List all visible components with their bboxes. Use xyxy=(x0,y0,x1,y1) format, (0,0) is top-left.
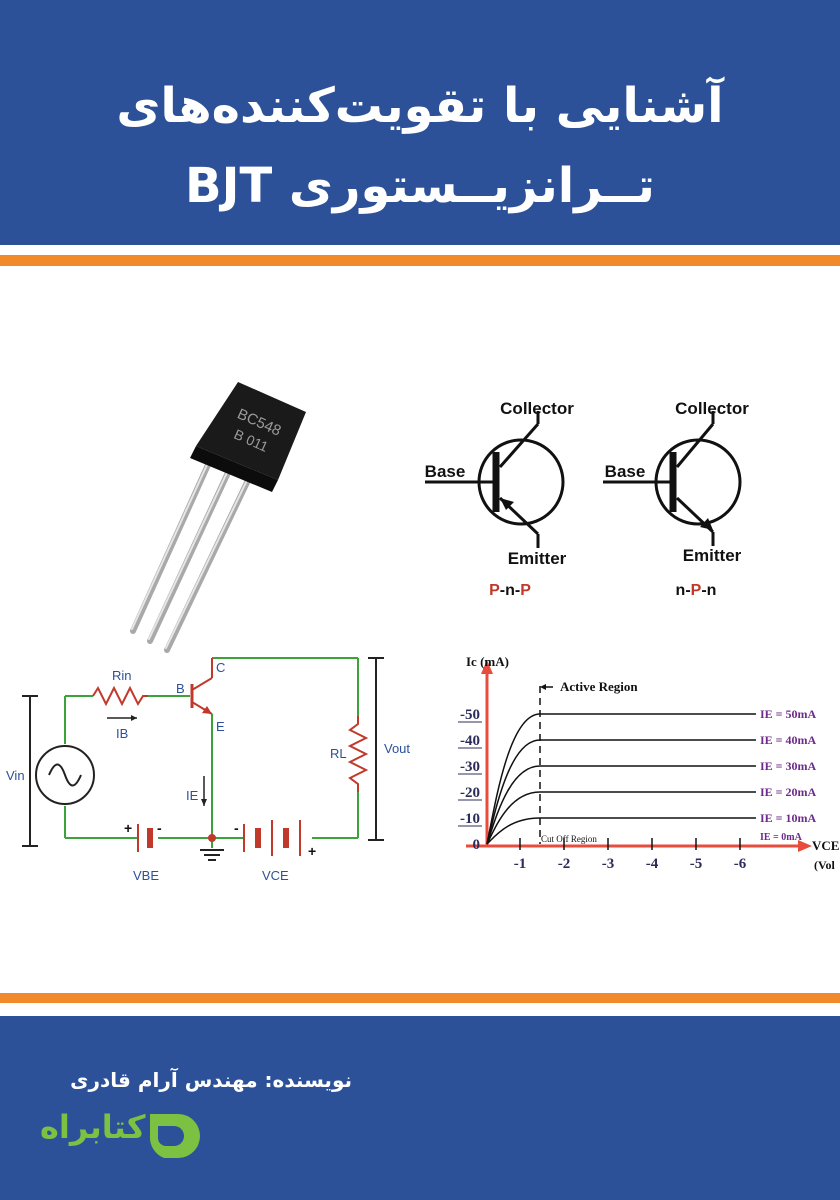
transistor-package-image: BC548 B 011 xyxy=(130,382,306,653)
x-tick-label: -3 xyxy=(602,856,615,872)
x-tick-label: -4 xyxy=(646,856,659,872)
title-band xyxy=(0,0,840,245)
pnp-collector-label: Collector xyxy=(500,399,574,418)
x-tick-label: -1 xyxy=(514,856,527,872)
orange-stripe-top xyxy=(0,255,840,266)
vout-label: Vout xyxy=(384,741,410,756)
pnp-caption: P-n-P xyxy=(489,582,531,599)
x-tick-label: -2 xyxy=(558,856,571,872)
ic-curve-30 xyxy=(486,765,756,845)
y-tick-label: -40 xyxy=(460,733,480,749)
book-title-line1: آشنایی با تقویت‌کننده‌های xyxy=(116,78,724,134)
x-axis-arrow-icon xyxy=(798,840,812,852)
y-tick-label: -20 xyxy=(460,785,480,801)
vce-minus: - xyxy=(234,820,239,836)
pnp-emitter-label: Emitter xyxy=(508,549,567,568)
publisher-logo-text: کتابراه xyxy=(40,1108,146,1146)
rl-label: RL xyxy=(330,746,347,761)
rin-label: Rin xyxy=(112,668,132,683)
vce-label: VCE xyxy=(262,868,289,883)
vbe-minus: - xyxy=(157,820,162,836)
y-tick-label: -10 xyxy=(460,811,480,827)
author-band xyxy=(0,1016,840,1200)
ic-curve-20 xyxy=(486,791,756,845)
graph-y-label: Ic (mA) xyxy=(466,654,509,669)
y-tick-label: 0 xyxy=(473,837,481,853)
npn-base-label: Base xyxy=(605,462,646,481)
curve-label: IE = 30mA xyxy=(760,759,817,773)
ib-label: IB xyxy=(116,726,128,741)
orange-stripe-bottom xyxy=(0,993,840,1003)
amplifier-circuit xyxy=(22,657,384,861)
vbe-label: VBE xyxy=(133,868,159,883)
graph-x-unit: (Vol xyxy=(814,858,836,872)
white-divider xyxy=(0,245,840,254)
ie-label: IE xyxy=(186,788,199,803)
author-line: نویسنده: مهندس آرام قادری xyxy=(70,1068,352,1092)
characteristics-graph: IE = 50mA IE = 40mA IE = 30mA IE = 20mA IE =… xyxy=(458,660,817,872)
npn-collector-label: Collector xyxy=(675,399,749,418)
npn-emitter-label: Emitter xyxy=(683,546,742,565)
active-region-label: Active Region xyxy=(560,679,638,694)
pnp-symbol xyxy=(425,411,565,548)
curve-label: IE = 50mA xyxy=(760,707,817,721)
base-terminal-label: B xyxy=(176,681,185,696)
npn-symbol xyxy=(603,411,742,546)
ic-curve-10 xyxy=(486,817,756,845)
x-tick-label: -6 xyxy=(734,856,747,872)
vin-label: Vin xyxy=(6,768,25,783)
cutoff-region-label: Cut Off Region xyxy=(541,834,597,844)
curve-label: IE = 0mA xyxy=(760,832,803,843)
vce-plus: + xyxy=(308,843,316,859)
illustration-area: BC548 B 011 Collector Base Emitter P-n-P… xyxy=(6,382,839,883)
y-axis-arrow-icon xyxy=(481,660,493,674)
y-tick-label: -30 xyxy=(460,759,480,775)
emitter-terminal-label: E xyxy=(216,719,225,734)
ic-curve-50 xyxy=(486,713,756,845)
y-tick-label: -50 xyxy=(460,707,480,723)
curve-label: IE = 20mA xyxy=(760,785,817,799)
x-tick-label: -5 xyxy=(690,856,703,872)
ic-curve-40 xyxy=(486,739,756,845)
publisher-logo: کتابراه xyxy=(40,1100,200,1170)
graph-x-label: VCE xyxy=(812,838,839,853)
book-title-line2: تــرانزیــستوری BJT xyxy=(185,158,655,214)
vbe-plus: + xyxy=(124,820,132,836)
npn-caption: n-P-n xyxy=(676,582,717,599)
curve-label: IE = 40mA xyxy=(760,733,817,747)
curve-label: IE = 10mA xyxy=(760,811,817,825)
collector-terminal-label: C xyxy=(216,660,225,675)
pnp-base-label: Base xyxy=(425,462,466,481)
